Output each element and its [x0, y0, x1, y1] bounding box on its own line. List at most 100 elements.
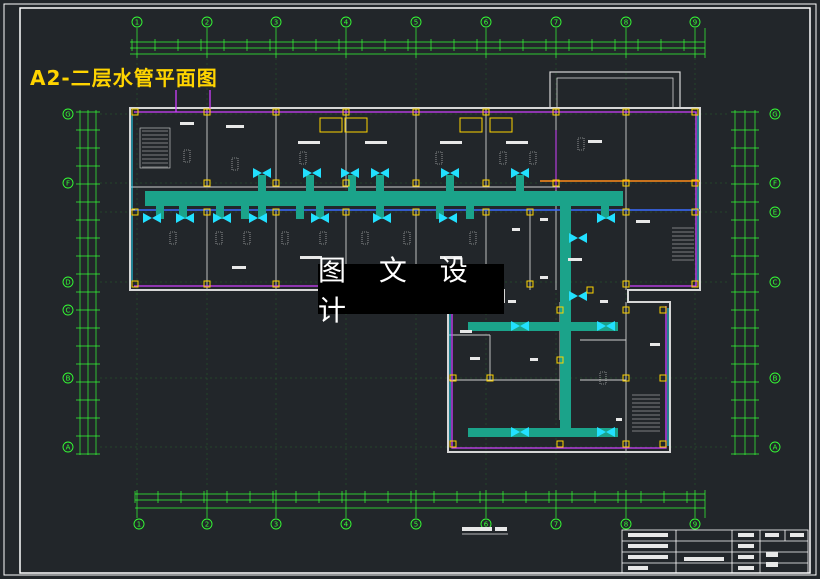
top-axis-bubble: 4: [340, 16, 352, 28]
bottom-axis-bubble: 5: [410, 518, 422, 530]
duct-branch-up: [446, 175, 454, 192]
top-axis-bubble-circle: [131, 16, 143, 28]
column: [622, 179, 630, 187]
top-axis-bubble: 2: [201, 16, 213, 28]
bottom-axis-bubble: 8: [620, 518, 632, 530]
top-axis-bubble-circle: [270, 16, 282, 28]
equipment-unit: [281, 231, 289, 245]
left-dimension-lines: [79, 110, 97, 455]
right-axis-bubble: B: [769, 372, 781, 384]
duct-branch-down: [601, 205, 609, 219]
room-label-mark: [588, 140, 602, 143]
duct-branch-down: [179, 205, 187, 219]
right-axis-bubble-label: B: [773, 375, 778, 383]
room-label-mark: [508, 300, 516, 303]
drawing-frame-outer: [3, 3, 817, 576]
diffuser-left-half: [303, 168, 312, 178]
left-axis-bubble-label: C: [66, 307, 71, 315]
left-axis-bubble-label: G: [65, 111, 70, 119]
left-axis-bubble-label: A: [66, 444, 71, 452]
duct-branch-down: [436, 205, 444, 219]
left-axis-bubble-circle: [62, 276, 74, 288]
right-axis-bubble: A: [769, 441, 781, 453]
column: [342, 208, 350, 216]
equipment-unit: [231, 157, 239, 171]
column: [482, 208, 490, 216]
diffuser-right-half: [450, 168, 459, 178]
stair-treads: [142, 130, 694, 432]
diffuser-left-half: [569, 233, 578, 243]
diffuser-right-half: [448, 213, 457, 223]
bottom-axis-bubble-circle: [340, 518, 352, 530]
right-axis-bubble: F: [769, 177, 781, 189]
top-axis-bubble-circle: [201, 16, 213, 28]
room-label-mark: [232, 266, 246, 269]
column: [131, 208, 139, 216]
duct-branch-up: [306, 175, 314, 192]
top-axis-bubble: 7: [550, 16, 562, 28]
top-axis-bubble-label: 3: [274, 19, 278, 27]
bottom-axis-bubble-circle: [689, 518, 701, 530]
diffuser-left-half: [439, 213, 448, 223]
room-label-mark: [440, 141, 462, 144]
top-axis-bubble-circle: [410, 16, 422, 28]
diffuser-left-half: [311, 213, 320, 223]
right-axis-bubble-circle: [769, 108, 781, 120]
right-axis-bubble-circle: [769, 177, 781, 189]
equipment-unit: [403, 231, 411, 245]
bottom-axis-bubble-label: 1: [137, 521, 141, 529]
diffuser-right-half: [578, 291, 587, 301]
bottom-axis-bubble-circle: [410, 518, 422, 530]
duct-branch-down: [296, 205, 304, 219]
equipment-unit: [577, 137, 585, 151]
top-axis-bubble-label: 5: [414, 19, 418, 27]
diffuser-left-half: [373, 213, 382, 223]
bottom-axis-bubble-label: 4: [344, 521, 349, 529]
right-axis-bubble-label: E: [773, 209, 777, 217]
column: [659, 374, 667, 382]
room-label-mark: [298, 141, 320, 144]
column: [659, 306, 667, 314]
diffuser-right-half: [382, 213, 391, 223]
column: [556, 440, 564, 448]
top-axis-bubble-circle: [480, 16, 492, 28]
left-axis-bubble: D: [62, 276, 74, 288]
top-axis-bubble-label: 9: [693, 19, 697, 27]
column: [622, 108, 630, 116]
right-axis-bubble-label: F: [773, 180, 777, 188]
main-duct: [145, 191, 623, 437]
left-axis-bubble-circle: [62, 108, 74, 120]
column: [203, 108, 211, 116]
plan-caption: [462, 527, 508, 535]
column: [272, 179, 280, 187]
bottom-axis-bubble: 7: [550, 518, 562, 530]
bottom-dimension-ticks: [134, 490, 706, 518]
bottom-axis-bubble-circle: [201, 518, 213, 530]
bottom-axis-bubble-label: 7: [554, 521, 558, 529]
room-label-mark: [300, 256, 322, 259]
column: [342, 108, 350, 116]
bottom-axis-bubble-circle: [550, 518, 562, 530]
column: [622, 374, 630, 382]
room-label-mark: [600, 300, 608, 303]
room-label-mark: [226, 125, 244, 128]
bottom-axis-bubble: 2: [201, 518, 213, 530]
diffuser-right-half: [152, 213, 161, 223]
top-axis-bubble: 1: [131, 16, 143, 28]
room-label-mark: [365, 141, 387, 144]
room-label-mark: [506, 141, 528, 144]
diffuser-left-half: [371, 168, 380, 178]
diffuser-right-half: [258, 213, 267, 223]
drawing-frame-inner: [19, 7, 811, 574]
column: [622, 440, 630, 448]
top-axis-bubble-circle: [689, 16, 701, 28]
top-axis-bubble-label: 4: [344, 19, 349, 27]
bottom-axis-bubble-label: 5: [414, 521, 418, 529]
equipment-unit: [499, 151, 507, 165]
top-axis-bubble: 8: [620, 16, 632, 28]
duct-branch-down: [216, 205, 224, 219]
